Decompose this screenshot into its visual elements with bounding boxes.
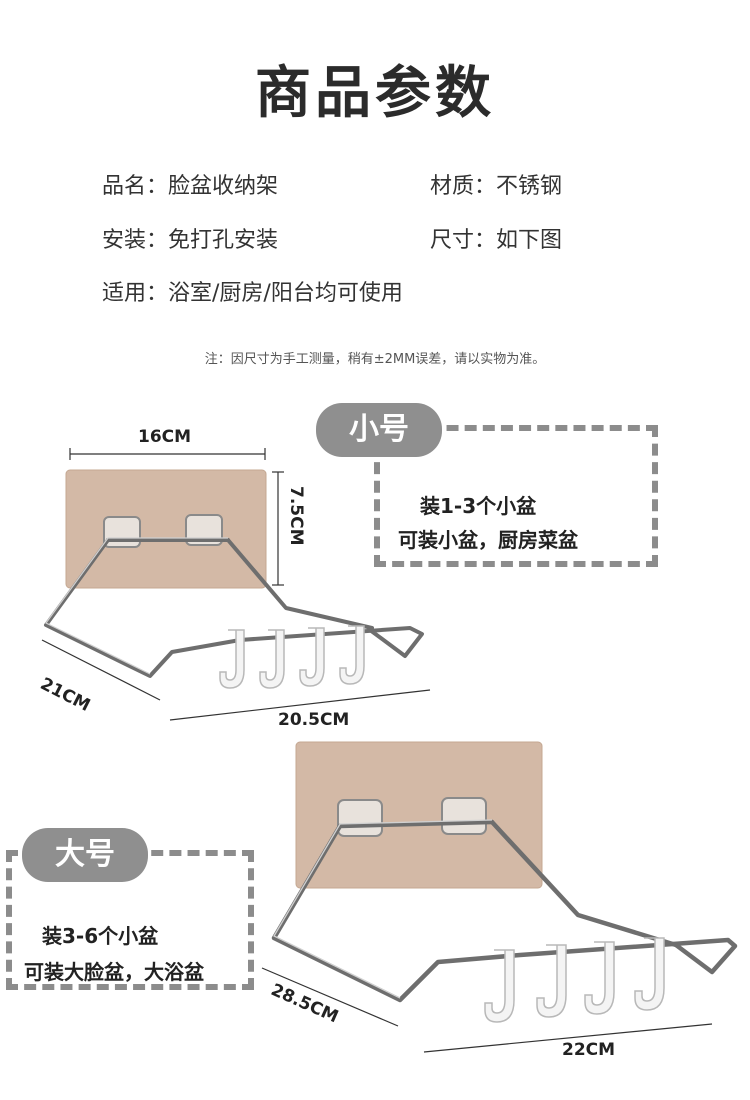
large-capacity-text: 装3-6个小盆 [42,924,159,948]
small-width-label: 16CM [138,427,192,447]
large-usage-text: 可装大脸盆，大浴盆 [24,960,204,984]
large-rack-image [261,741,738,1053]
large-length-label: 22CM [562,1040,616,1060]
measurement-note: 注：因尺寸为手工测量，稍有±2MM误差，请以实物为准。 [204,352,546,367]
spec-size: 尺寸：如下图 [430,228,563,253]
spec-material: 材质：不锈钢 [430,174,563,199]
small-usage-text: 可装小盆，厨房菜盆 [398,528,578,552]
small-length-label: 20.5CM [278,710,350,730]
small-capacity-text: 装1-3个小盆 [420,494,537,518]
small-rack-image [41,448,431,721]
page-title: 商品参数 [255,61,495,126]
spec-usage: 适用：浴室/厨房/阳台均可使用 [102,281,403,306]
small-height-label: 7.5CM [286,486,306,546]
large-size-badge: 大号 [22,828,148,882]
spec-installation: 安装：免打孔安装 [102,228,279,253]
small-size-badge: 小号 [316,403,442,457]
spec-product-name: 品名：脸盆收纳架 [102,174,279,199]
